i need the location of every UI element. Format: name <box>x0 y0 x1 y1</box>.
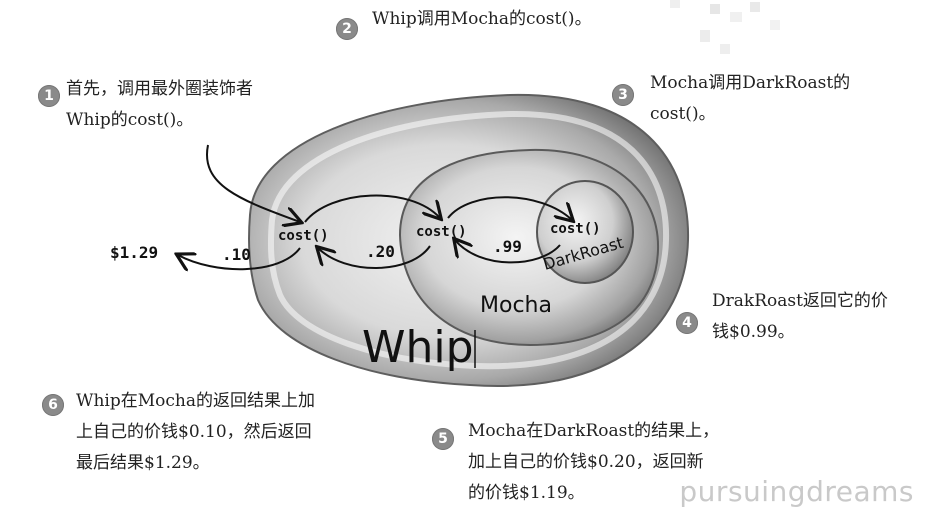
whip-add-value: .10 <box>222 245 251 264</box>
step-4-line-2: 钱$0.99。 <box>712 322 795 342</box>
whip-label: Whip <box>362 322 474 373</box>
background-noise <box>670 0 790 64</box>
step-3-line-1: Mocha调用DarkRoast的 <box>650 73 851 93</box>
step-3-line-2: cost()。 <box>650 104 716 124</box>
mocha-add-value: .20 <box>366 242 395 261</box>
result-value: $1.29 <box>110 243 158 262</box>
arrow-whip-to-mocha <box>304 194 440 223</box>
step-5-note: Mocha在DarkRoast的结果上， 加上自己的价钱$0.20，返回新 的价… <box>468 416 719 509</box>
step-3-note: Mocha调用DarkRoast的 cost()。 <box>650 68 850 130</box>
step-1-line-1: 首先，调用最外圈装饰者 <box>66 79 253 99</box>
whip-cost-label: cost() <box>278 228 329 244</box>
step-4-note: DrakRoast返回它的价 钱$0.99。 <box>712 286 888 348</box>
step-2-line-1: Whip调用Mocha的cost()。 <box>372 9 592 29</box>
step-2-badge: 2 <box>336 18 358 40</box>
arrow-step1-to-whip <box>205 144 300 222</box>
step-5-line-2: 加上自己的价钱$0.20，返回新 <box>468 452 704 472</box>
step-1-badge: 1 <box>38 85 60 107</box>
step-4-line-1: DrakRoast返回它的价 <box>712 291 888 311</box>
mocha-label: Mocha <box>480 293 552 318</box>
mocha-cost-label: cost() <box>416 224 467 240</box>
arrow-mocha-to-darkroast <box>447 196 572 220</box>
arrow-mocha-return <box>318 246 431 269</box>
step-1-line-2: Whip的cost()。 <box>66 110 194 130</box>
watermark: pursuingdreams <box>679 475 914 508</box>
step-3-badge: 3 <box>612 84 634 106</box>
step-1-note: 首先，调用最外圈装饰者 Whip的cost()。 <box>66 74 253 136</box>
noise-pattern <box>670 0 780 54</box>
darkroast-cost-label: cost() <box>550 221 601 237</box>
step-4-badge: 4 <box>676 312 698 334</box>
arrow-darkroast-return <box>455 240 561 264</box>
step-6-line-2: 上自己的价钱$0.10，然后返回 <box>76 422 312 442</box>
step-6-line-1: Whip在Mocha的返回结果上加 <box>76 391 315 411</box>
step-6-note: Whip在Mocha的返回结果上加 上自己的价钱$0.10，然后返回 最后结果$… <box>76 386 315 479</box>
darkroast-price-value: .99 <box>493 237 522 256</box>
whip-ring-inner-band <box>267 110 670 370</box>
arrow-whip-return <box>178 247 301 269</box>
step-5-line-3: 的价钱$1.19。 <box>468 483 585 503</box>
step-6-badge: 6 <box>42 394 64 416</box>
step-5-badge: 5 <box>432 428 454 450</box>
step-6-line-3: 最后结果$1.29。 <box>76 453 210 473</box>
step-5-line-1: Mocha在DarkRoast的结果上， <box>468 421 720 441</box>
step-2-note: Whip调用Mocha的cost()。 <box>372 4 592 35</box>
